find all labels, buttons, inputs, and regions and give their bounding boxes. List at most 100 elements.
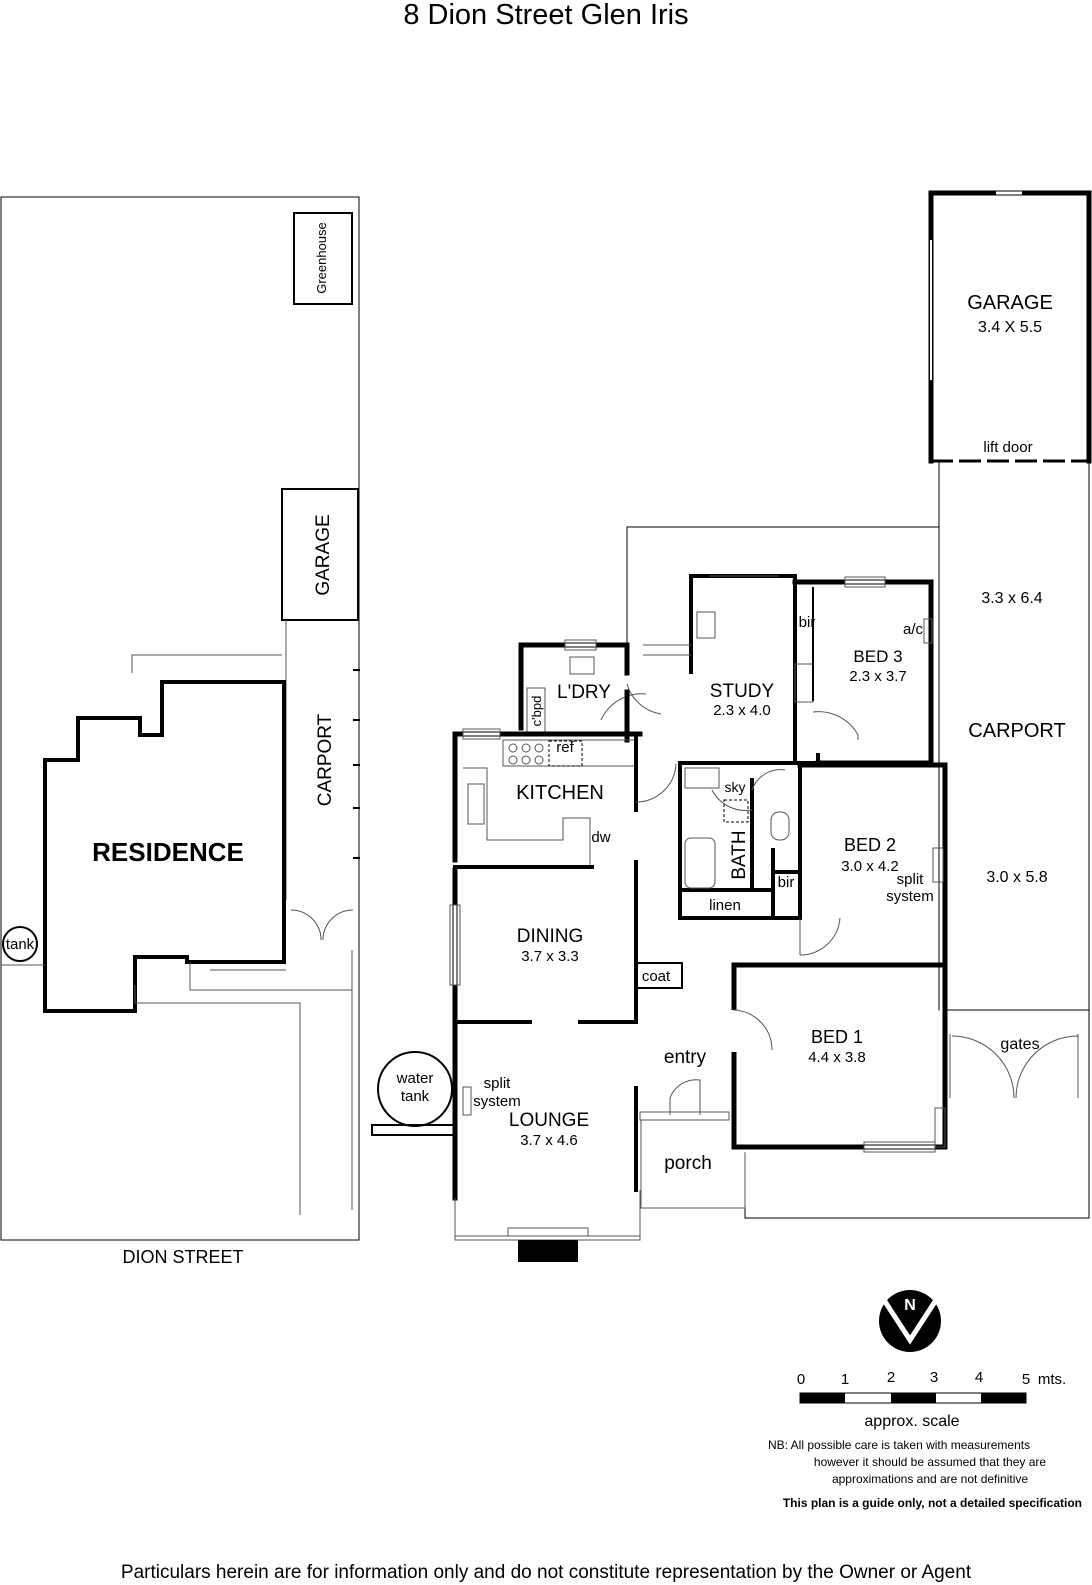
bath-vanity	[684, 767, 720, 789]
ac-label: a/c	[903, 621, 924, 638]
site-plan: Greenhouse GARAGE CARPORT RESIDENCE tank…	[0, 196, 360, 1267]
bath-tub	[684, 837, 716, 889]
bed1-name: BED 1	[811, 1027, 863, 1047]
scale-bar: 0 1 2 3 4 5 mts. approx. scale	[797, 1369, 1066, 1430]
bed2-door-swing	[799, 917, 841, 956]
greenhouse-label: Greenhouse	[314, 222, 329, 294]
residence-eave	[131, 654, 282, 673]
fridge-space	[548, 740, 583, 767]
study-walls	[689, 574, 797, 674]
bed2-bir-label: bir	[778, 874, 795, 891]
scale-tick-3: 3	[930, 1369, 938, 1386]
cbpd-label: c'bpd	[529, 696, 544, 727]
study-step	[643, 644, 691, 656]
chimney	[518, 1240, 578, 1262]
bath-door-swing	[711, 789, 753, 811]
kitchen-sink	[467, 783, 485, 825]
study-sink	[696, 611, 716, 639]
footer-disclaimer: Particulars herein are for information o…	[121, 1562, 972, 1583]
entry-label: entry	[664, 1047, 707, 1068]
porch-outline	[640, 1120, 746, 1209]
scale-tick-2: 2	[887, 1369, 895, 1386]
site-path	[189, 962, 352, 991]
bed3-dims: 2.3 x 3.7	[849, 668, 907, 685]
laundry-door-swing	[626, 683, 662, 715]
dining-window-frame	[449, 904, 461, 986]
wc-door-swing	[751, 769, 786, 791]
bed1-side-window	[934, 1107, 946, 1148]
gates-label: gates	[1000, 1036, 1039, 1053]
skylight	[723, 799, 749, 823]
main-floor-plan: GARAGE 3.4 X 5.5 lift door 3.3 x 6.4 CAR…	[371, 190, 1092, 1262]
lounge-split-system-unit	[462, 1086, 472, 1116]
bath-walls	[678, 761, 802, 920]
bed3-door-swing	[812, 711, 859, 740]
cooktop-burner	[508, 755, 518, 765]
nb-line-2: however it should be assumed that they a…	[814, 1455, 1046, 1469]
residence-label: RESIDENCE	[92, 837, 244, 867]
cooktop-burner	[534, 743, 544, 753]
cooktop-burner	[508, 743, 518, 753]
bed1-dims: 4.4 x 3.8	[808, 1049, 866, 1066]
bed3-name: BED 3	[853, 647, 902, 666]
garage-dims: 3.4 X 5.5	[978, 319, 1042, 336]
bath-name: BATH	[729, 830, 750, 879]
scale-tick-5: 5	[1022, 1371, 1030, 1388]
entry-door-swing	[669, 1079, 701, 1115]
gate-arc-left	[951, 1035, 1015, 1099]
kitchen-window-frame	[462, 728, 501, 740]
notes: NB: All possible care is taken with meas…	[121, 1438, 1082, 1583]
porch-label: porch	[664, 1153, 712, 1174]
water-tank-pipe	[371, 1124, 456, 1136]
scale-label: approx. scale	[864, 1413, 959, 1430]
site-tank-outline	[2, 926, 38, 962]
bed3-west-wall	[793, 574, 820, 765]
water-tank-label-1: water	[396, 1070, 434, 1087]
lift-door-label: lift door	[983, 439, 1032, 456]
nb-line-1: NB: All possible care is taken with meas…	[768, 1438, 1030, 1452]
study-dims: 2.3 x 4.0	[713, 702, 771, 719]
site-boundary	[0, 196, 360, 1241]
guide-note: This plan is a guide only, not a detaile…	[783, 1496, 1082, 1510]
rear-outline	[626, 526, 940, 646]
kitchen-north-wall	[452, 731, 643, 863]
scale-tick-0: 0	[797, 1371, 805, 1388]
laundry-window-frame	[564, 639, 597, 651]
bed2-walls	[797, 762, 948, 966]
carport-dims-bottom: 3.0 x 5.8	[986, 869, 1047, 886]
kitchen-door-swing	[635, 763, 677, 803]
site-carport-label: CARPORT	[315, 713, 336, 806]
dw-label: dw	[591, 829, 610, 846]
dining-name: DINING	[517, 926, 584, 947]
scale-tick-1: 1	[841, 1371, 849, 1388]
scale-bar-segment	[891, 1393, 936, 1403]
ref-label: ref	[556, 739, 574, 756]
bed3-robe-panel	[794, 663, 814, 703]
nb-line-3: approximations and are not definitive	[832, 1472, 1028, 1486]
greenhouse-outline	[293, 212, 353, 305]
cooktop-burner	[521, 755, 531, 765]
bed1-door-swing	[733, 1009, 773, 1051]
carport-name: CARPORT	[968, 720, 1065, 742]
coat-label: coat	[642, 968, 671, 985]
site-tank-label: tank	[6, 936, 35, 953]
coat-cupboard	[635, 962, 683, 989]
linen-label: linen	[709, 897, 741, 914]
garage-name: GARAGE	[967, 292, 1053, 314]
kitchen-island-bench	[455, 767, 591, 868]
bed2-split-label: split	[897, 871, 925, 888]
water-tank-label-2: tank	[401, 1088, 430, 1105]
compass-disc	[879, 1290, 941, 1352]
scale-unit: mts.	[1038, 1371, 1066, 1388]
entry-threshold	[639, 1111, 730, 1121]
bed3-bir-label: bir	[799, 614, 816, 631]
toilet	[770, 811, 790, 841]
compass-arrow-icon	[881, 1298, 939, 1345]
residence-outline	[43, 680, 286, 1013]
site-gate-arc	[322, 909, 354, 941]
street-label: DION STREET	[122, 1247, 243, 1267]
fireplace-hearth	[507, 1227, 589, 1237]
study-door-swing	[600, 693, 647, 721]
north-compass: N	[879, 1290, 941, 1352]
